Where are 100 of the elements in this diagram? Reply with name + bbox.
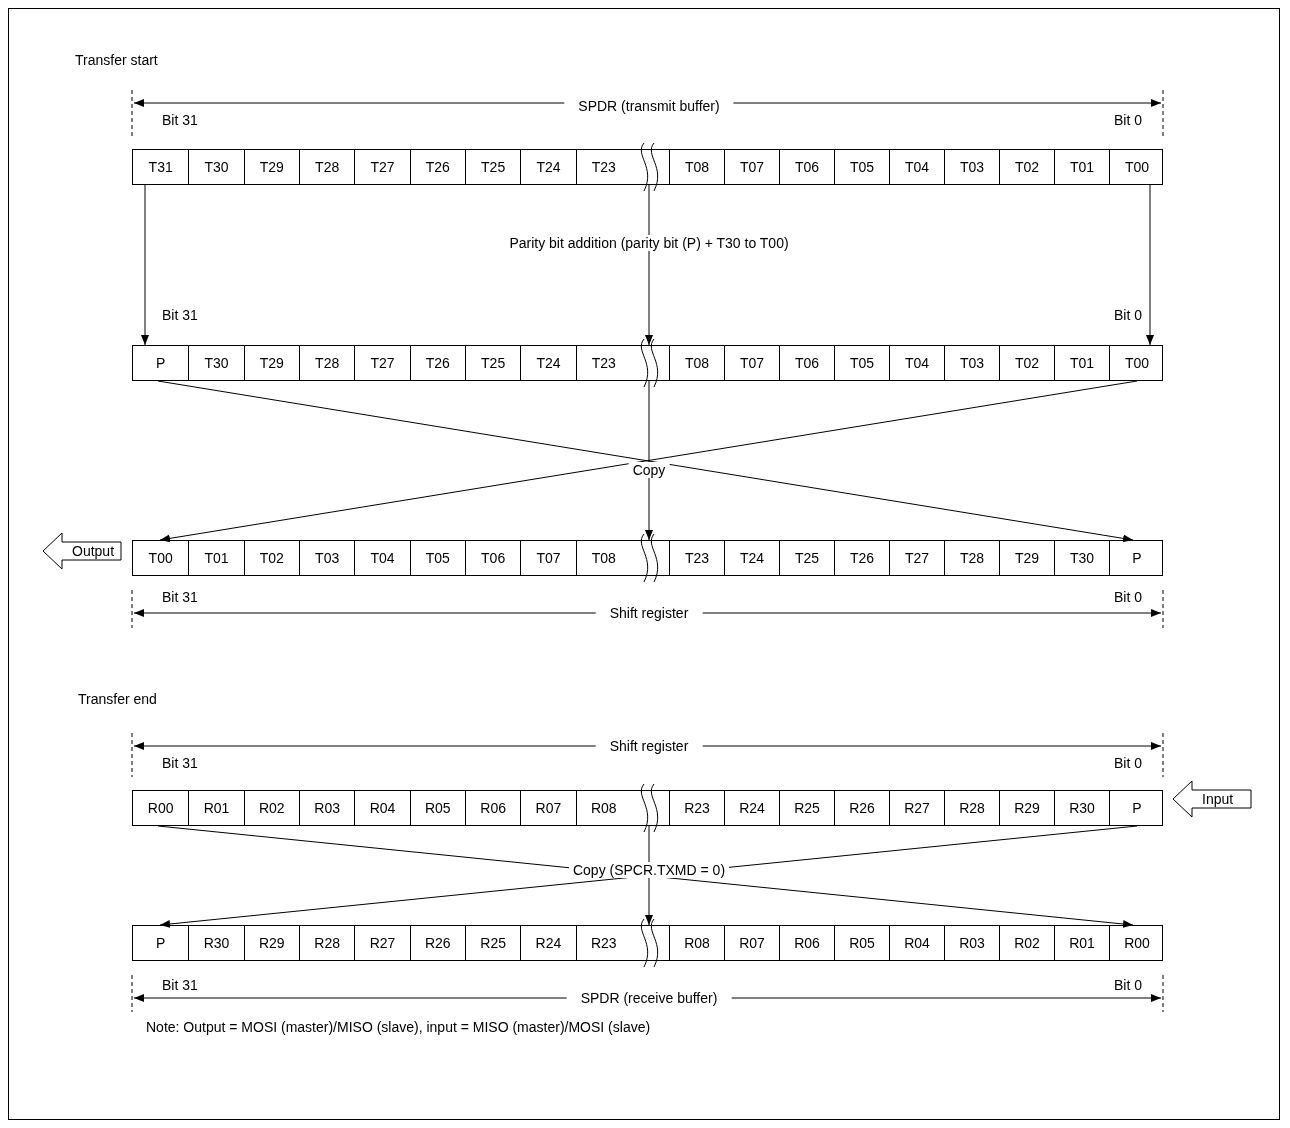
- bit-cell: T07: [724, 150, 779, 184]
- bit-cell: T04: [889, 150, 944, 184]
- bit-label: Bit 31: [162, 977, 198, 993]
- bit-label: Bit 0: [1114, 977, 1142, 993]
- bit-cell: T27: [354, 150, 410, 184]
- bit-cell: T05: [834, 346, 889, 380]
- bit-cell: R03: [944, 926, 999, 960]
- bit-cell: R05: [834, 926, 889, 960]
- edge-label: Copy: [628, 462, 670, 478]
- bit-label: Bit 0: [1114, 755, 1142, 771]
- bit-cell: T02: [999, 150, 1054, 184]
- bit-cell: T06: [779, 346, 834, 380]
- bit-cell: T02: [999, 346, 1054, 380]
- bit-cell: T00: [1109, 150, 1164, 184]
- bit-cell: R25: [779, 791, 834, 825]
- bit-cell: R30: [1054, 791, 1109, 825]
- arrow: [645, 380, 653, 541]
- bit-cell: P: [133, 926, 189, 960]
- bit-cell: R24: [520, 926, 576, 960]
- bit-label: Bit 31: [162, 755, 198, 771]
- bit-cell: T24: [520, 150, 576, 184]
- bit-cell: T26: [409, 346, 465, 380]
- bit-label: Bit 31: [162, 112, 198, 128]
- bit-cell: T04: [354, 541, 410, 575]
- bit-label: Bit 31: [162, 307, 198, 323]
- bit-cell: T03: [299, 541, 355, 575]
- bit-cell: P: [133, 346, 189, 380]
- bit-cell: R23: [669, 791, 724, 825]
- bit-cell: R23: [575, 926, 631, 960]
- bit-cell: T07: [520, 541, 576, 575]
- edge-label: Copy (SPCR.TXMD = 0): [568, 862, 730, 878]
- bit-cell: R28: [299, 926, 355, 960]
- bit-cell: R06: [779, 926, 834, 960]
- bit-cell: T28: [299, 150, 355, 184]
- bit-cell: T28: [944, 541, 999, 575]
- port-label: Output: [72, 543, 115, 559]
- bit-cell: T01: [1054, 346, 1109, 380]
- bit-cell: R26: [409, 926, 465, 960]
- bit-cell: T02: [243, 541, 299, 575]
- bit-cell: T26: [409, 150, 465, 184]
- bit-cell: T29: [999, 541, 1054, 575]
- bit-cell: T00: [1109, 346, 1164, 380]
- bit-cell: T29: [243, 346, 299, 380]
- bit-cell: T23: [575, 346, 631, 380]
- note-text: Note: Output = MOSI (master)/MISO (slave), input = MISO (master)/MOSI (slave): [146, 1019, 651, 1035]
- bit-cell: R04: [354, 791, 410, 825]
- bit-cell: T27: [889, 541, 944, 575]
- arrow: [1146, 184, 1154, 346]
- bit-cell: T04: [889, 346, 944, 380]
- bit-cell: T23: [575, 150, 631, 184]
- bit-cell: R07: [520, 791, 576, 825]
- bit-cell: R27: [889, 791, 944, 825]
- bit-cell: R00: [1109, 926, 1164, 960]
- bit-cell: T30: [1054, 541, 1109, 575]
- bit-cell: R29: [243, 926, 299, 960]
- bit-cell: T06: [779, 150, 834, 184]
- bit-cell: R08: [669, 926, 724, 960]
- bit-cell: T31: [133, 150, 189, 184]
- bit-label: Bit 0: [1114, 589, 1142, 605]
- port-label: Input: [1202, 791, 1234, 807]
- bit-cell: T06: [464, 541, 521, 575]
- bit-cell: T28: [299, 346, 355, 380]
- bit-cell: T08: [575, 541, 631, 575]
- bit-label: Bit 31: [162, 589, 198, 605]
- section-heading: Transfer start: [75, 52, 158, 68]
- bit-cell: T05: [834, 150, 889, 184]
- bit-cell: R25: [464, 926, 521, 960]
- section-heading: Transfer end: [78, 691, 157, 707]
- bit-cell: T08: [669, 150, 724, 184]
- bit-cell: T00: [133, 541, 189, 575]
- bit-cell: T30: [188, 346, 244, 380]
- register-name: SPDR (transmit buffer): [564, 98, 734, 114]
- bit-cell: R27: [354, 926, 410, 960]
- bit-cell: R01: [1054, 926, 1109, 960]
- bit-label: Bit 0: [1114, 112, 1142, 128]
- bit-cell: T27: [354, 346, 410, 380]
- bit-cell: R05: [409, 791, 465, 825]
- arrow: [645, 184, 653, 346]
- bit-cell: T03: [944, 346, 999, 380]
- bit-cell: R26: [834, 791, 889, 825]
- bit-cell: P: [1109, 791, 1164, 825]
- bit-cell: R07: [724, 926, 779, 960]
- bit-cell: R00: [133, 791, 189, 825]
- bit-cell: T08: [669, 346, 724, 380]
- bit-cell: T26: [834, 541, 889, 575]
- register-name: Shift register: [595, 738, 703, 754]
- bit-cell: R02: [999, 926, 1054, 960]
- bit-cell: R04: [889, 926, 944, 960]
- bit-cell: R29: [999, 791, 1054, 825]
- bit-cell: T23: [669, 541, 724, 575]
- register-name: SPDR (receive buffer): [566, 990, 732, 1006]
- bit-cell: R28: [944, 791, 999, 825]
- bit-cell: T01: [1054, 150, 1109, 184]
- bit-cell: T05: [409, 541, 465, 575]
- bit-cell: R01: [188, 791, 244, 825]
- bit-cell: R06: [464, 791, 521, 825]
- bit-cell: T03: [944, 150, 999, 184]
- bit-cell: T29: [243, 150, 299, 184]
- bit-cell: R03: [299, 791, 355, 825]
- bit-cell: T30: [188, 150, 244, 184]
